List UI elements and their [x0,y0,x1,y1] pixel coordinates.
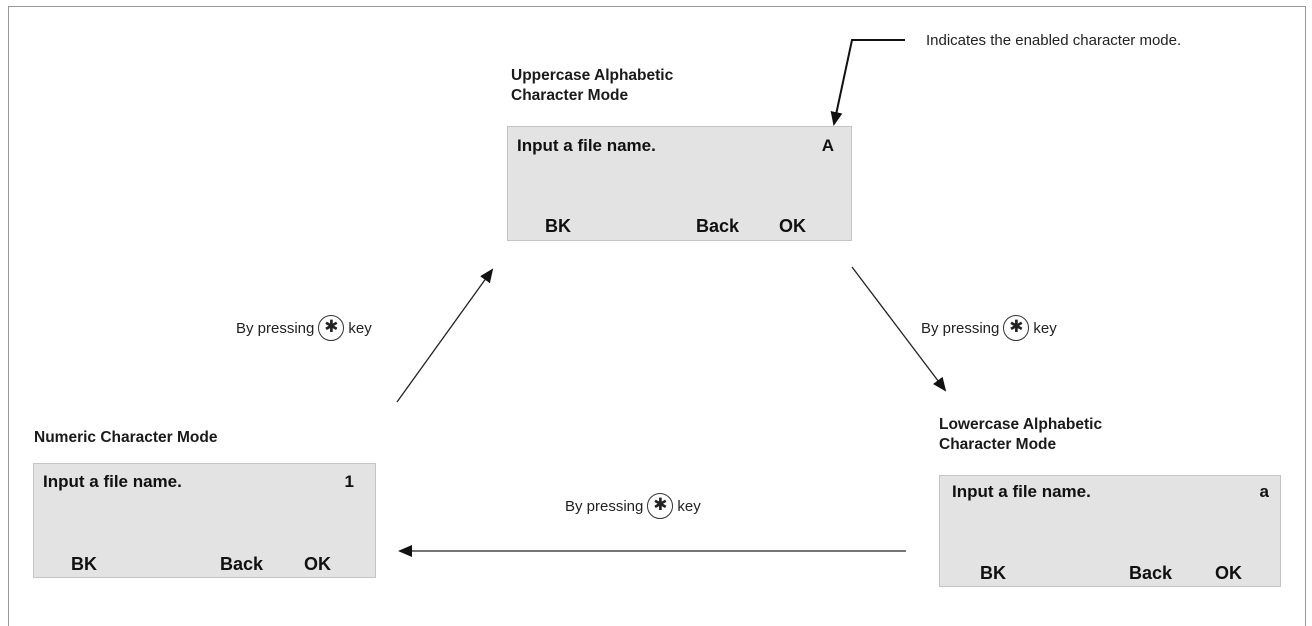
asterisk-key-icon: ✱ [647,493,674,519]
indicator-callout-note: Indicates the enabled character mode. [926,32,1182,49]
lowercase-lcd-screen: Input a file name. a BK Back OK [939,475,1281,587]
caption-suffix: key [677,497,701,515]
numeric-mode-title: Numeric Character Mode [34,428,217,448]
lcd-message: Input a file name. [43,472,182,491]
uppercase-lcd-screen: Input a file name. A BK Back OK [507,126,852,241]
softkey-bk[interactable]: BK [980,563,1006,583]
uppercase-title-line2: Character Mode [511,87,629,104]
uppercase-mode-title: Uppercase Alphabetic Character Mode [511,66,673,106]
lowercase-title-line1: Lowercase Alphabetic [939,416,1103,433]
caption-prefix: By pressing [921,319,1000,337]
caption-suffix: key [348,319,372,337]
softkey-ok[interactable]: OK [1215,563,1242,583]
caption-numeric-to-upper: By pressing ✱ key [236,315,372,341]
softkey-ok[interactable]: OK [304,554,331,574]
numeric-lcd-screen: Input a file name. 1 BK Back OK [33,463,376,578]
callout-indicator-line [830,39,905,126]
diagram-frame [8,6,1306,626]
arrow-upper-to-lower [851,266,947,392]
caption-prefix: By pressing [236,319,315,337]
softkey-bk[interactable]: BK [71,554,97,574]
lcd-message: Input a file name. [517,136,656,155]
lcd-message: Input a file name. [952,482,1091,501]
softkey-back[interactable]: Back [1129,563,1173,583]
softkey-bk[interactable]: BK [545,216,571,236]
caption-prefix: By pressing [565,497,644,515]
numeric-title-line1: Numeric Character Mode [34,429,218,446]
mode-indicator: A [821,136,834,155]
asterisk-key-icon: ✱ [1003,315,1030,341]
uppercase-title-line1: Uppercase Alphabetic [511,67,674,84]
caption-suffix: key [1033,319,1057,337]
asterisk-key-icon: ✱ [318,315,345,341]
lowercase-title-line2: Character Mode [939,436,1057,453]
softkey-back[interactable]: Back [696,216,740,236]
softkey-back[interactable]: Back [220,554,264,574]
caption-lower-to-numeric: By pressing ✱ key [565,493,701,519]
mode-indicator: 1 [344,472,354,491]
softkey-ok[interactable]: OK [779,216,806,236]
arrow-numeric-to-upper [396,268,494,403]
mode-indicator: a [1259,482,1269,501]
caption-upper-to-lower: By pressing ✱ key [921,315,1057,341]
lowercase-mode-title: Lowercase Alphabetic Character Mode [939,415,1102,455]
